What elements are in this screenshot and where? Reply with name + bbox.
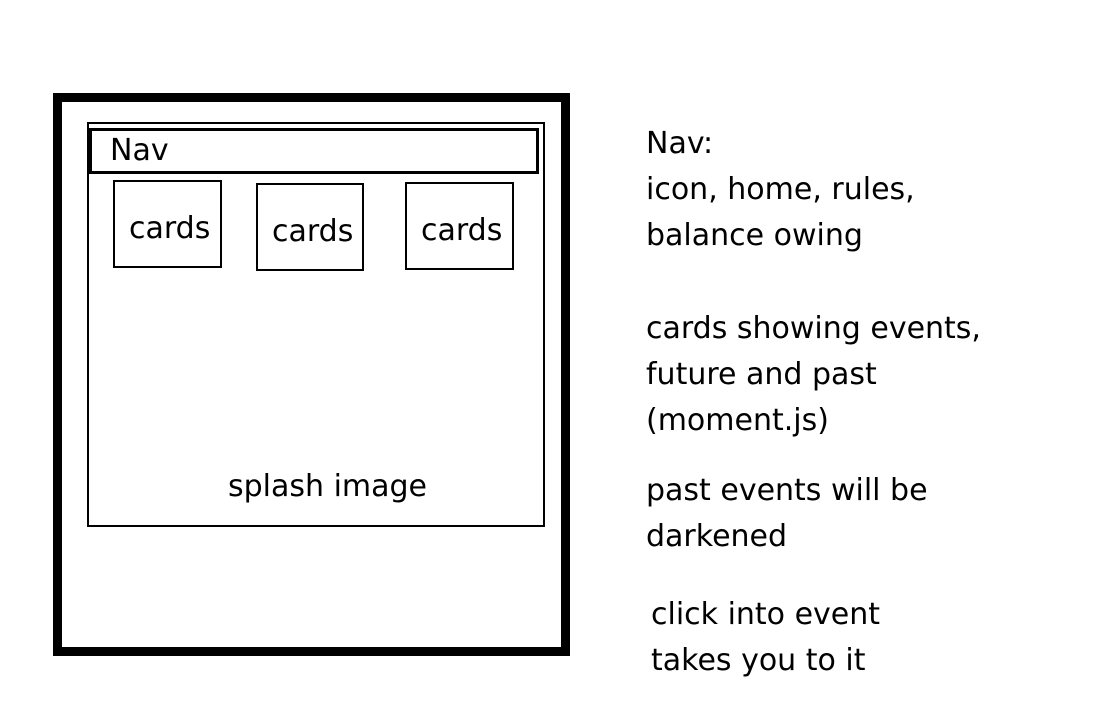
note-past-line-1: past events will be: [646, 473, 928, 508]
note-click-line-2: takes you to it: [651, 643, 866, 678]
card-3-label: cards: [421, 213, 503, 248]
card-1-label: cards: [129, 211, 211, 246]
note-cards-line-3: (moment.js): [646, 403, 829, 438]
splash-image-label: splash image: [228, 469, 428, 504]
note-past-line-2: darkened: [646, 519, 788, 554]
note-cards-line-1: cards showing events,: [646, 311, 981, 346]
nav-bar: [89, 128, 539, 174]
note-nav-title: Nav:: [646, 126, 714, 161]
screen-area: [87, 122, 545, 527]
nav-label: Nav: [110, 133, 169, 168]
card-2: [256, 183, 364, 271]
note-nav-balance: balance owing: [646, 218, 863, 253]
note-cards-line-2: future and past: [646, 357, 877, 392]
card-1: [113, 180, 222, 268]
note-click-line-1: click into event: [651, 597, 881, 632]
card-2-label: cards: [272, 214, 354, 249]
note-nav-items: icon, home, rules,: [646, 172, 915, 207]
device-frame: [53, 93, 570, 656]
card-3: [405, 182, 514, 270]
